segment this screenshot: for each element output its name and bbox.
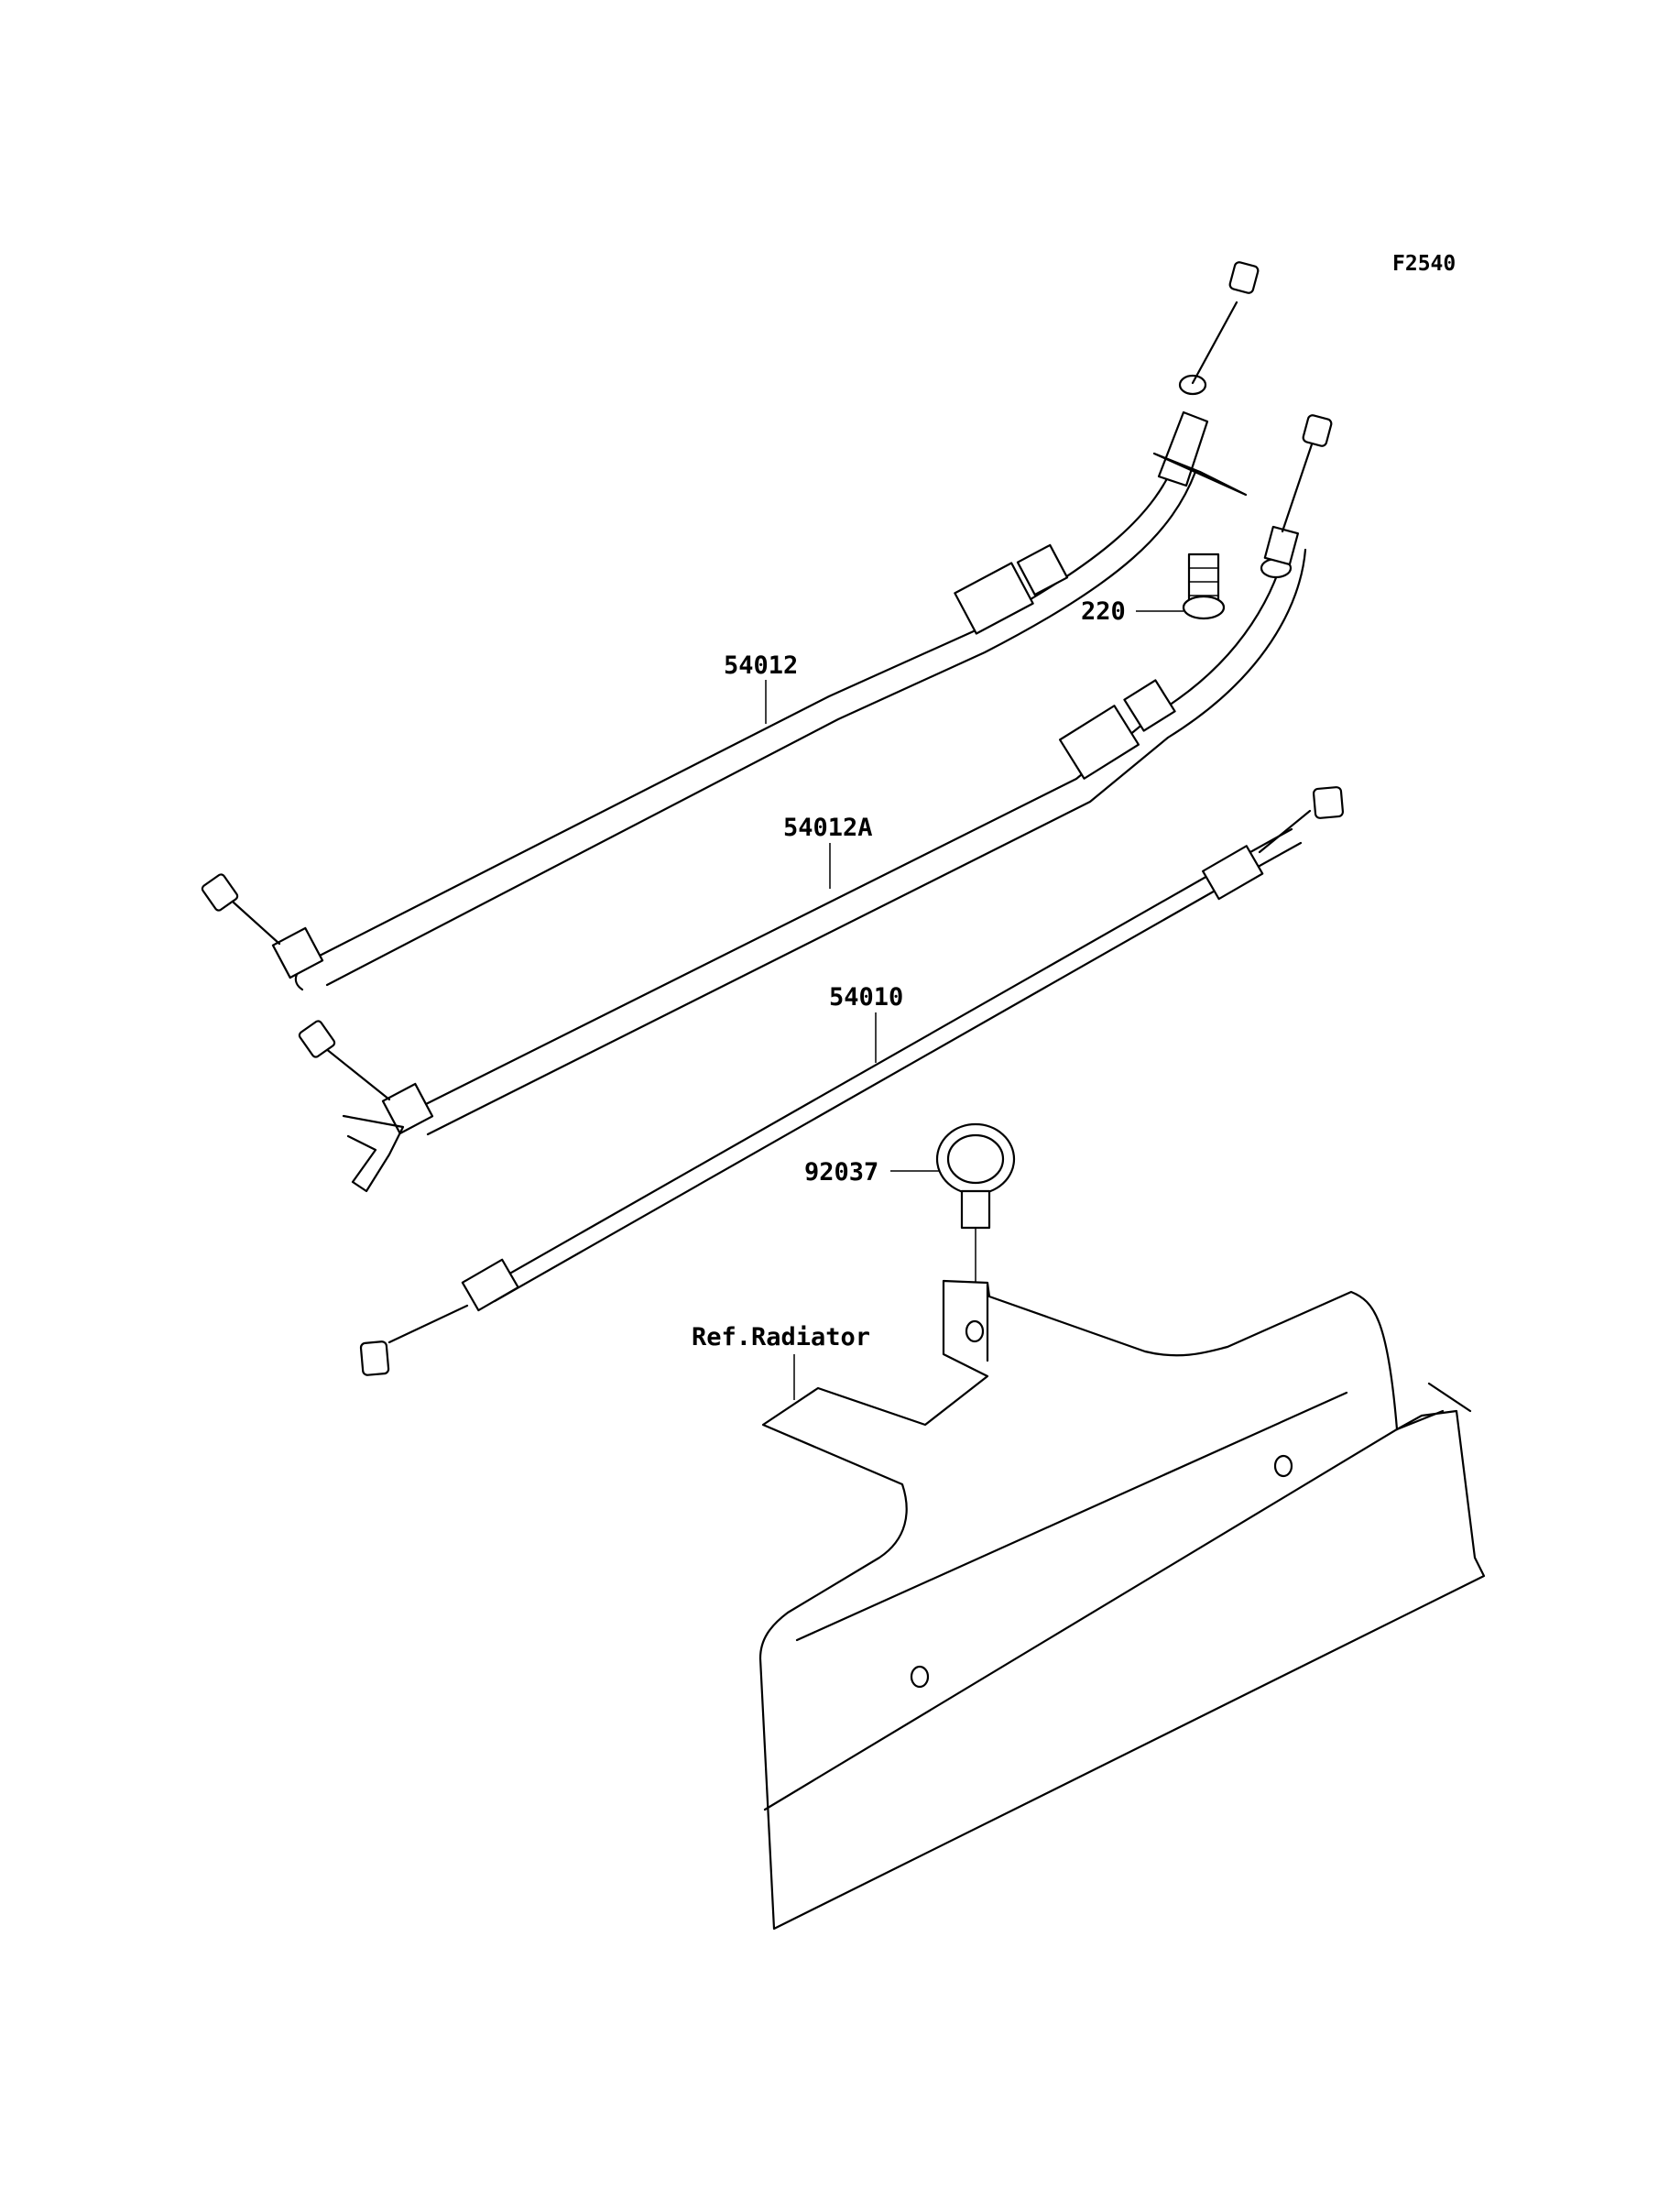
cable-54012a [298, 414, 1333, 1193]
label-92037: 92037 [804, 1158, 878, 1187]
cable-54010 [359, 786, 1345, 1376]
label-54012: 54012 [724, 651, 798, 680]
clamp-92037 [935, 1122, 1016, 1287]
cable-54012 [201, 261, 1260, 991]
figure-code: F2540 [1392, 252, 1456, 276]
label-220: 220 [1081, 597, 1126, 626]
label-54012a: 54012A [783, 814, 873, 842]
label-54010: 54010 [829, 983, 903, 1012]
bolt-220 [1182, 552, 1226, 620]
radiator-shroud [758, 1279, 1486, 1931]
label-ref-radiator: Ref.Radiator [692, 1323, 870, 1351]
